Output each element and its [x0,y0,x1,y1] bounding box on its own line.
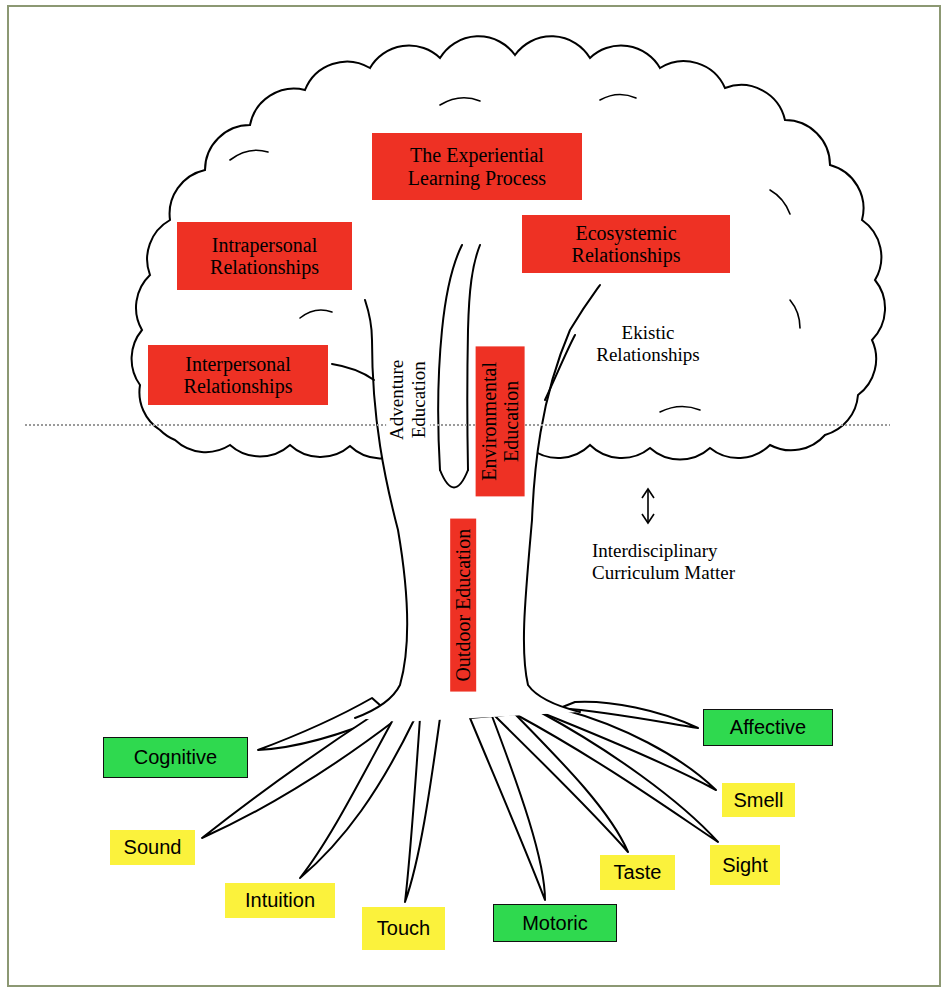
node-text: Intuition [231,889,329,911]
node-text: Ecosystemic Relationships [528,222,724,267]
sense-box: Taste [600,855,675,890]
leaf-stroke [230,150,268,160]
root [300,716,415,878]
node-text: Sight [716,854,774,876]
trunk-fill [355,285,600,722]
tree-roots [202,698,718,902]
sense-box: Sight [710,845,780,885]
branch [332,364,374,380]
node-text: Environmental Education [478,356,523,486]
node-text: Touch [368,917,439,939]
leaf-stroke [300,310,332,318]
sense-box: Touch [362,907,445,950]
sense-box: Sound [110,830,195,865]
leaf-stroke [600,94,636,100]
arrow-shaft [647,490,649,522]
node-text: The Experiential Learning Process [378,144,576,189]
root [540,710,716,790]
sense-box: Smell [722,783,795,817]
node-text: Outdoor Education [452,529,474,682]
trunk-box: Outdoor Education [450,519,476,692]
relationship-box: Interpersonal Relationships [148,345,328,405]
branch-edge [438,245,462,470]
branch-label: Adventure Education [386,345,430,455]
arrow-head [642,489,654,498]
arrow-head [642,514,654,523]
node-text: Cognitive [110,746,241,768]
domain-box: Motoric [493,904,617,942]
curriculum-label: Interdisciplinary Curriculum Matter [592,540,737,584]
node-text: Interpersonal Relationships [154,353,322,398]
branch-fork [440,470,468,488]
node-text: Intrapersonal Relationships [183,234,346,279]
root [560,702,698,728]
node-text: Taste [606,861,669,883]
leaf-stroke [440,98,480,105]
branch-box: Environmental Education [476,346,525,496]
leaf-stroke [790,300,800,328]
node-text: Smell [728,789,789,811]
leaf-stroke [770,190,790,214]
dashed-divider [25,424,890,426]
node-text: Sound [116,836,189,858]
relationship-box: Ecosystemic Relationships [522,215,730,273]
trunk-lines [332,245,600,718]
leaf-stroke [660,406,700,412]
sense-box: Intuition [225,883,335,918]
node-text: Affective [710,716,826,738]
domain-box: Affective [703,709,833,746]
relationship-label: Ekistic Relationships [583,322,713,366]
relationship-box: Intrapersonal Relationships [177,222,352,290]
domain-box: Cognitive [103,737,248,778]
root [405,718,440,902]
double-arrow [642,489,654,523]
frame [8,6,940,986]
process-box: The Experiential Learning Process [372,133,582,200]
branch [545,335,575,400]
trunk-edge [524,285,600,712]
node-text: Motoric [500,912,610,934]
